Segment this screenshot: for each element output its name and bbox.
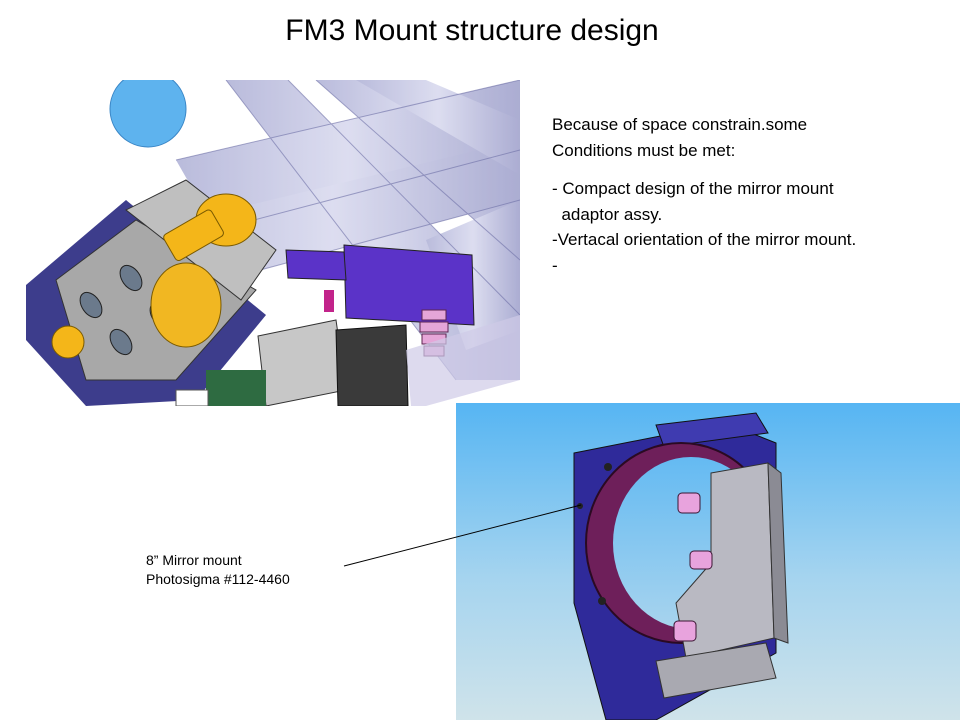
camera-block (343, 244, 475, 326)
mirror-mount-drawing (573, 412, 789, 720)
note-line: -Vertacal orientation of the mirror moun… (552, 230, 857, 249)
slide-title: FM3 Mount structure design (285, 14, 659, 47)
mount-assembly-drawing (26, 80, 520, 406)
note-line: Because of space constrain.some (552, 115, 808, 134)
callout-line-2: Photosigma #112-4460 (146, 571, 290, 587)
callout-line-1: 8” Mirror mount (146, 552, 242, 568)
note-line: - Compact design of the mirror mount (552, 179, 834, 198)
mount-assembly-render (26, 80, 520, 406)
note-line: - (552, 255, 558, 275)
design-notes: Because of space constrain.some Conditio… (552, 112, 952, 278)
mirror-mount-render (456, 403, 960, 720)
note-line: adaptor assy. (552, 204, 663, 224)
note-line: Conditions must be met: (552, 140, 736, 160)
mirror-mount-callout: 8” Mirror mount Photosigma #112-4460 (146, 551, 290, 589)
blue-sphere (109, 80, 187, 148)
